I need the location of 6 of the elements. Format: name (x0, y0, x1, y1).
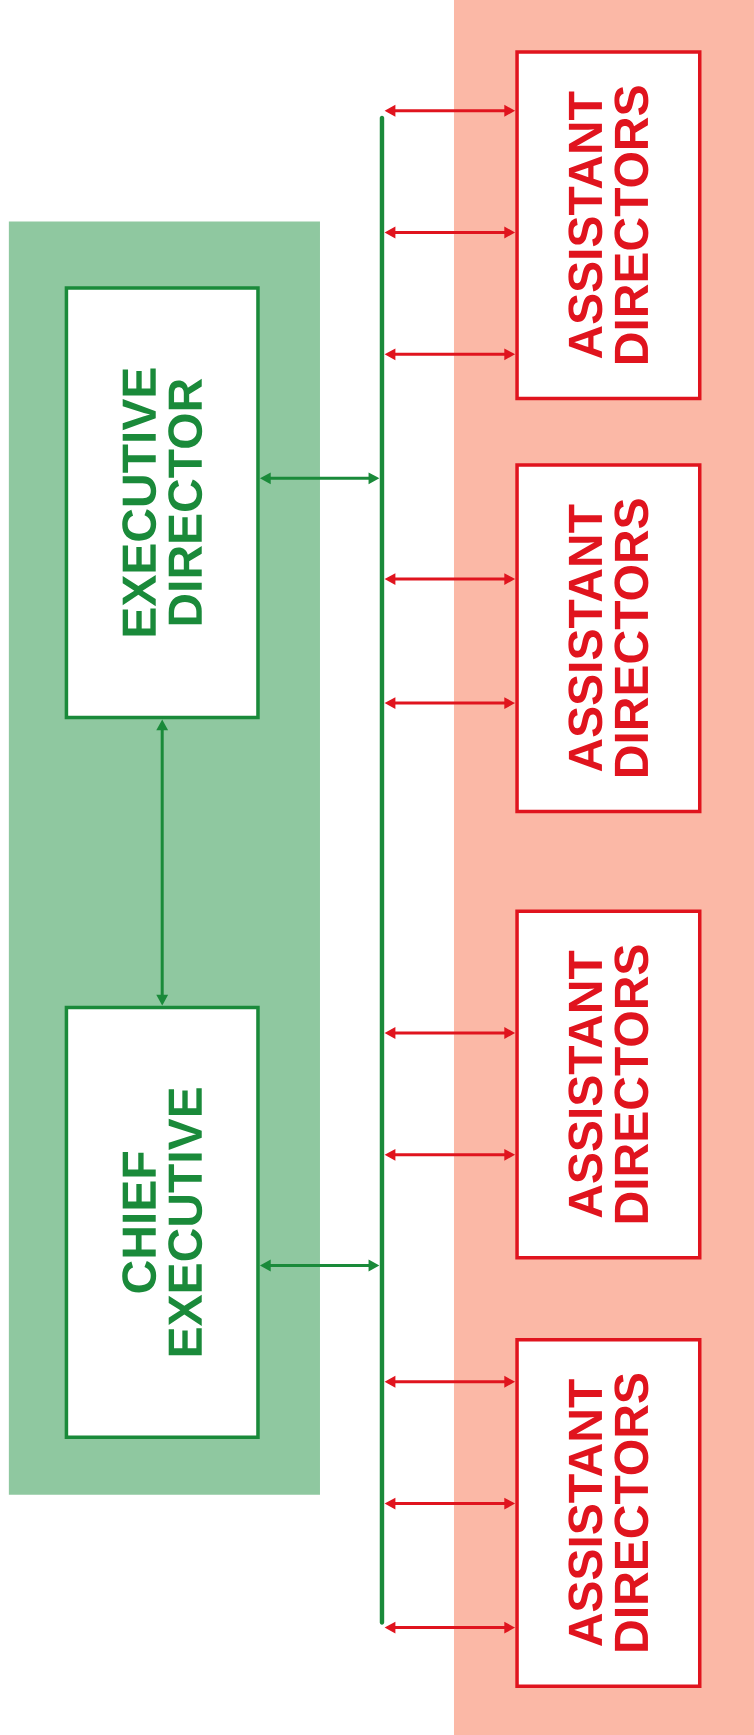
role-box: ASSISTANT DIRECTORS (515, 463, 702, 814)
role-box: EXECUTIVE DIRECTOR (64, 286, 260, 720)
role-box: ASSISTANT DIRECTORS (515, 1337, 702, 1688)
role-box: ASSISTANT DIRECTORS (515, 909, 702, 1260)
role-box: ASSISTANT DIRECTORS (515, 50, 702, 401)
role-box: CHIEF EXECUTIVE (64, 1005, 260, 1439)
